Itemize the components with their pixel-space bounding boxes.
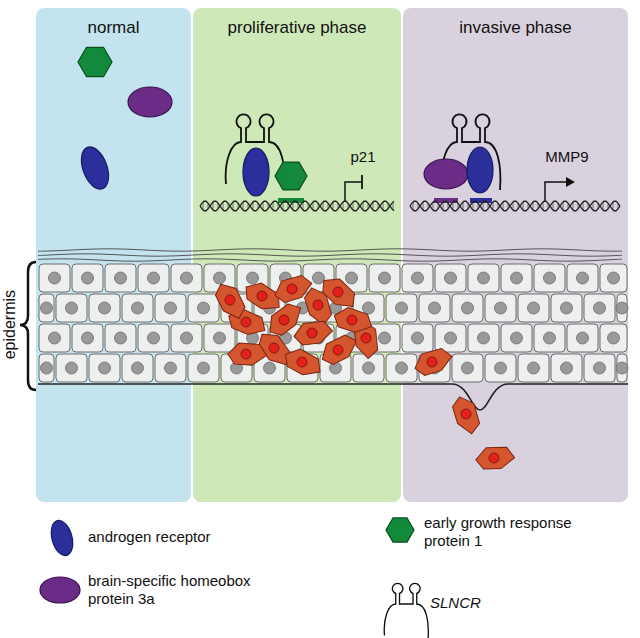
dna-helix: [200, 201, 394, 211]
androgen-receptor: [76, 143, 114, 193]
gene-name: MMP9: [532, 148, 602, 166]
tissue-label: epidermis: [0, 275, 19, 375]
legend-text: early growth response protein 1: [424, 514, 604, 550]
legend-samples: [40, 518, 428, 638]
brn3a-protein: [128, 87, 172, 117]
phase-panel: invasive phase: [403, 8, 628, 502]
legend-sample: [386, 518, 414, 542]
androgen-receptor: [243, 148, 269, 196]
legend-sample: [40, 577, 80, 603]
promoter-repressed: [345, 182, 362, 201]
dna-helix: [410, 201, 620, 211]
legend-text: androgen receptor: [88, 528, 308, 546]
epidermis: [38, 249, 628, 410]
egr1-protein: [78, 47, 112, 76]
legend-text: brain-specific homeobox protein 3a: [88, 572, 288, 608]
binding-site: [278, 198, 304, 203]
proteins: [76, 47, 575, 203]
brn3a-protein: [424, 159, 468, 189]
androgen-receptor: [467, 147, 493, 193]
legend-text: SLNCR: [430, 594, 550, 612]
phase-panel: proliferative phase: [193, 8, 401, 502]
legend-sample: [48, 518, 77, 558]
egr1-protein: [275, 162, 307, 190]
gene-name: p21: [338, 148, 388, 166]
slncr-rna: [384, 583, 428, 638]
phase-title: proliferative phase: [193, 8, 401, 38]
phase-title: normal: [36, 8, 191, 38]
promoter-active: [545, 182, 568, 201]
bracket: [20, 262, 36, 390]
phase-title: invasive phase: [403, 8, 628, 38]
melanoma-cells: [209, 269, 516, 475]
